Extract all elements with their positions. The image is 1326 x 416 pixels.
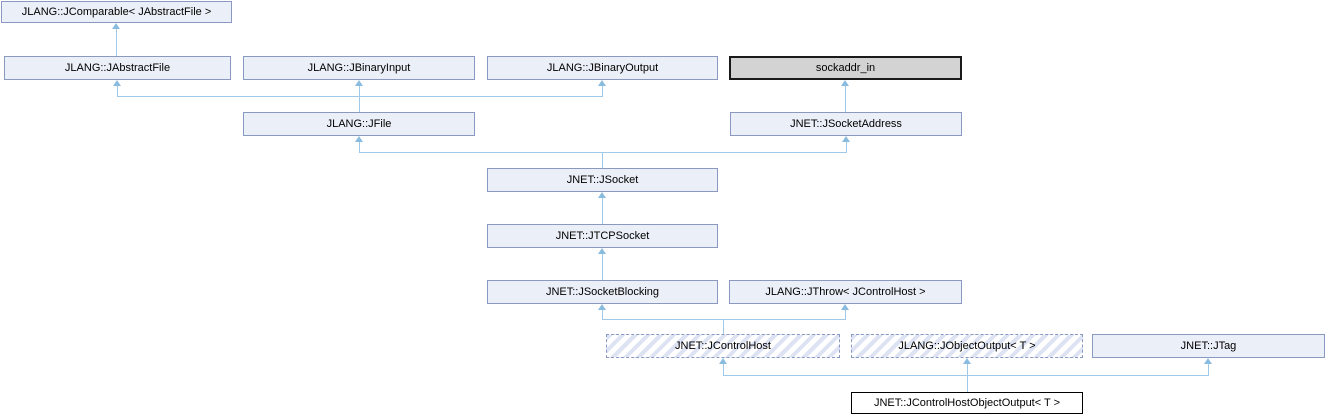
edge-jchoo-to-jtag-line — [1208, 364, 1209, 375]
edge-jsocketaddress-to-sockaddrin-arrow — [841, 80, 849, 86]
edge-jcontrolhost-stem-line — [723, 319, 724, 334]
class-node-sockaddr-in[interactable]: sockaddr_in — [729, 56, 962, 80]
class-node-jlang-jbinaryoutput[interactable]: JLANG::JBinaryOutput — [487, 56, 718, 80]
class-node-jlang-jfile[interactable]: JLANG::JFile — [243, 112, 475, 136]
class-node-jnet-jtcpsocket[interactable]: JNET::JTCPSocket — [487, 224, 718, 248]
class-node-jlang-jcomparable[interactable]: JLANG::JComparable< JAbstractFile > — [1, 1, 232, 23]
class-node-jnet-jsocketblocking[interactable]: JNET::JSocketBlocking — [487, 280, 718, 304]
edge-jfile-to-jbinaryinput-arrow — [355, 80, 363, 86]
edge-jfile-to-jbinaryinput-line — [359, 86, 360, 112]
class-node-jnet-jsocket[interactable]: JNET::JSocket — [487, 168, 718, 192]
edge-jabstractfile-to-jcomparable-arrow — [112, 23, 120, 29]
edge-jchoo-stem-line — [967, 375, 968, 392]
edge-jchoo-to-jobjectoutput-line — [967, 364, 968, 375]
edge-jsocketaddress-to-sockaddrin-line — [845, 86, 846, 112]
edge-jchoo-to-jtag-arrow — [1204, 358, 1212, 364]
class-node-jnet-jcontrolhostobjectoutput: JNET::JControlHostObjectOutput< T > — [851, 392, 1083, 414]
edge-jcontrolhost-bus-line — [602, 319, 846, 320]
edge-jtcpsocket-to-jsocket-line — [602, 198, 603, 224]
class-node-jlang-jobjectoutput[interactable]: JLANG::JObjectOutput< T > — [851, 334, 1083, 358]
class-node-jlang-jabstractfile[interactable]: JLANG::JAbstractFile — [4, 56, 231, 80]
edge-jfile-to-jabstractfile-arrow — [113, 80, 121, 86]
edge-jsocketblocking-to-jtcpsocket-line — [602, 254, 603, 280]
edge-jsocket-to-jfile-arrow — [355, 136, 363, 142]
edge-jchoo-to-jcontrolhost-line — [723, 364, 724, 375]
edge-jsocketblocking-to-jtcpsocket-arrow — [598, 248, 606, 254]
edge-jcontrolhost-to-jthrow-arrow — [841, 304, 849, 310]
edge-jchoo-to-jobjectoutput-arrow — [963, 358, 971, 364]
edge-jsocket-to-jsocketaddress-arrow — [842, 136, 850, 142]
edge-jfile-bus-line — [117, 96, 603, 97]
class-node-jlang-jbinaryinput[interactable]: JLANG::JBinaryInput — [243, 56, 475, 80]
edge-jabstractfile-to-jcomparable-line — [116, 29, 117, 56]
class-node-jnet-jcontrolhost[interactable]: JNET::JControlHost — [606, 334, 840, 358]
edge-jtcpsocket-to-jsocket-arrow — [598, 192, 606, 198]
class-node-jnet-jtag[interactable]: JNET::JTag — [1092, 334, 1325, 358]
edge-jfile-to-jbinaryoutput-line — [602, 86, 603, 96]
edge-jchoo-to-jcontrolhost-arrow — [719, 358, 727, 364]
edge-jcontrolhostobjectoutput-bus-line — [723, 375, 1209, 376]
edge-jcontrolhost-to-jthrow-line — [845, 310, 846, 319]
edge-jcontrolhost-to-jsocketblocking-line — [602, 310, 603, 319]
edge-jsocket-stem-line — [602, 152, 603, 168]
edge-jfile-to-jbinaryoutput-arrow — [598, 80, 606, 86]
edge-jcontrolhost-to-jsocketblocking-arrow — [598, 304, 606, 310]
edge-jsocket-bus-line — [359, 152, 847, 153]
edge-jfile-to-jabstractfile-line — [117, 86, 118, 96]
class-node-jnet-jsocketaddress[interactable]: JNET::JSocketAddress — [730, 112, 962, 136]
edge-jsocket-to-jsocketaddress-line — [846, 142, 847, 152]
class-node-jlang-jthrow[interactable]: JLANG::JThrow< JControlHost > — [729, 280, 962, 304]
edge-jsocket-to-jfile-line — [359, 142, 360, 152]
